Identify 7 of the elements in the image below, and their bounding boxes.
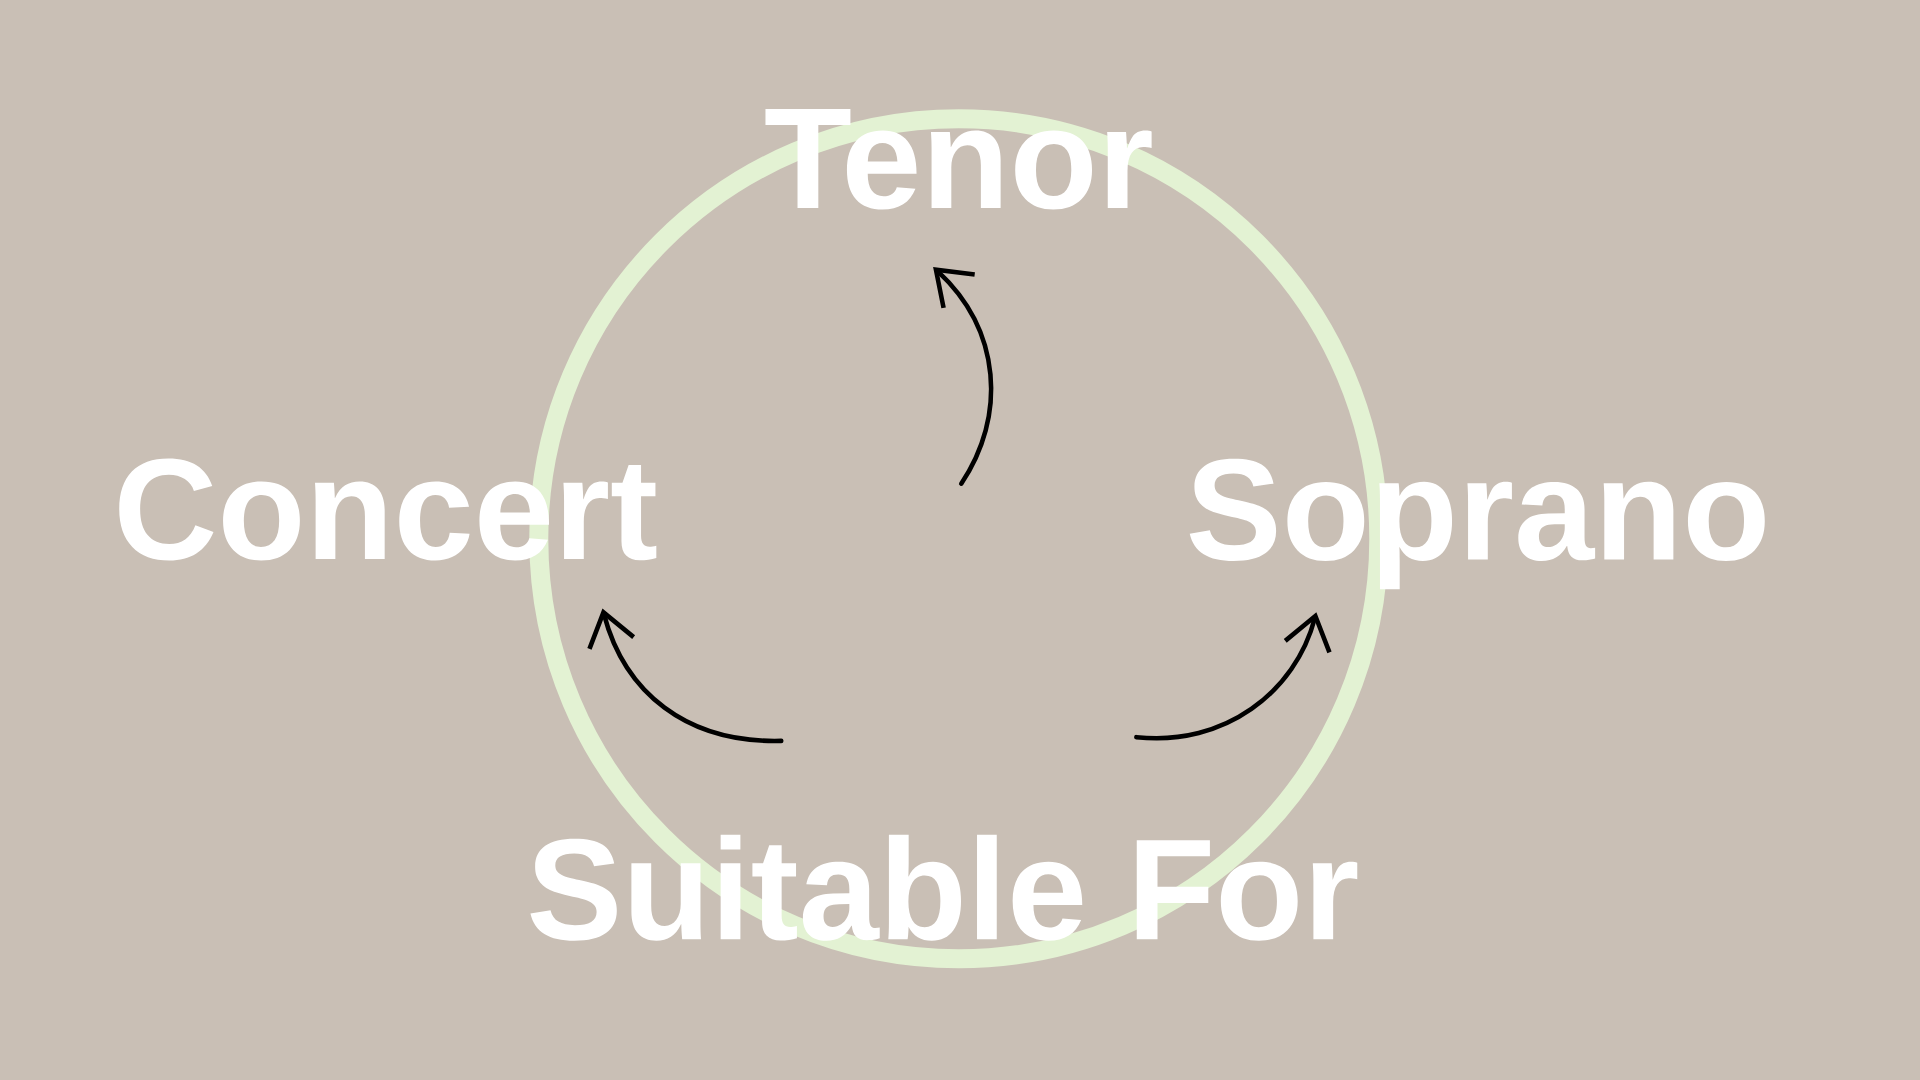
word-label: Soprano <box>1189 458 1765 590</box>
curved-arrow <box>587 608 784 744</box>
word-label: Concert <box>119 458 657 561</box>
word-label: Suitable For <box>530 834 1358 941</box>
word-label: Tenor <box>765 108 1152 210</box>
curved-arrow <box>1134 612 1332 741</box>
curved-arrow <box>933 266 994 486</box>
